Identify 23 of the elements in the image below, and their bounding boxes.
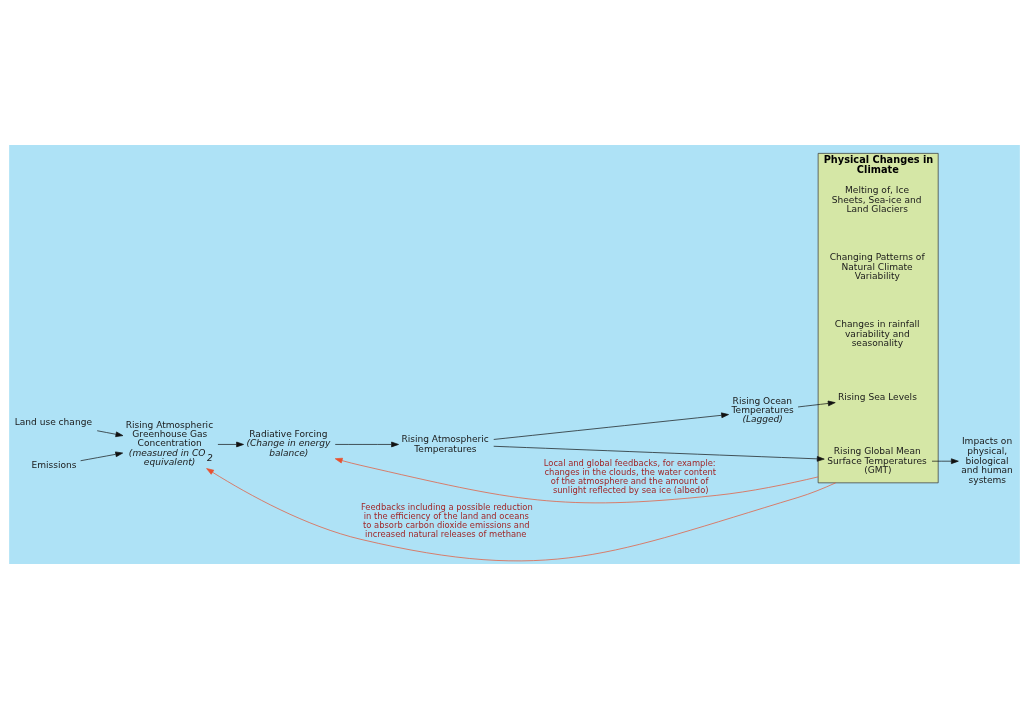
node-text: Rising Atmospheric Temperatures: [401, 433, 489, 454]
node-text: Impacts on physical, biological and human systems: [961, 436, 1013, 486]
arrow: [493, 445, 825, 462]
node-text: Rising Ocean Temperatures (Lagged): [731, 395, 794, 425]
arrow: [334, 441, 399, 448]
arrow: [334, 457, 819, 504]
node-text: Rising Global Mean Surface Temperatures (GMT): [827, 445, 927, 476]
edge-label: Local and global feedbacks, for example: changes in the clouds, the water content of the atmosphere and the amount of sunlight reflected by sea ice (albedo): [543, 457, 717, 496]
arrow: [797, 400, 836, 408]
arrow: [493, 412, 729, 440]
arrow: [80, 451, 124, 462]
edge-label: Feedbacks including a possible reduction in the efficiency of the land and oceans to absorb carbon dioxide emissions and increased natural releases of methane: [360, 501, 533, 539]
arrow: [931, 458, 959, 464]
node-text: Melting of, Ice Sheets, Sea-ice and Land Glaciers: [831, 184, 922, 215]
node-text: Land use change: [14, 417, 92, 428]
arrow: [217, 441, 244, 448]
arrow: [206, 468, 836, 562]
node-text: Radiative Forcing (Change in energy balance): [246, 429, 331, 458]
node-text: Rising Sea Levels: [838, 392, 917, 403]
node-text: Changes in rainfall variability and seasonality: [834, 318, 920, 349]
node-text: Emissions: [31, 459, 77, 470]
node-text: Changing Patterns of Natural Climate Variability: [829, 251, 925, 282]
arrow: [96, 430, 124, 438]
